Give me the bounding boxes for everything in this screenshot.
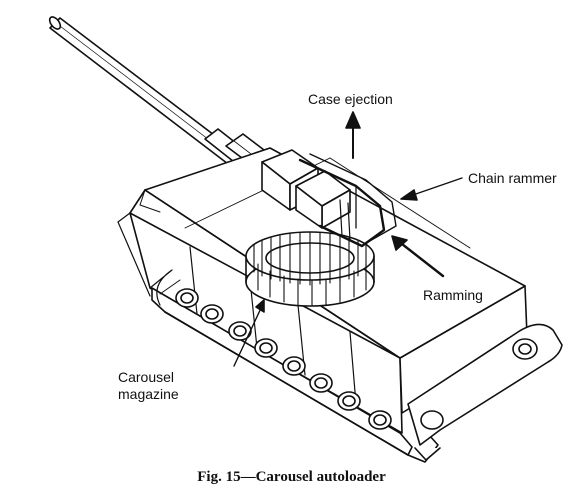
carousel-label-line1: Carousel [118, 369, 175, 385]
carousel-label-line2: magazine [118, 386, 179, 402]
gun-barrel [48, 16, 282, 177]
case-ejection-label: Case ejection [308, 91, 393, 107]
carousel-magazine [245, 231, 375, 307]
figure-caption: Fig. 15—Carousel autoloader [197, 469, 386, 485]
track-assembly [149, 269, 439, 463]
ramming-arrow [391, 235, 445, 278]
ramming-label: Ramming [423, 287, 483, 303]
road-wheels [175, 288, 392, 430]
case-ejection-arrow [345, 111, 361, 159]
carousel-magazine-label: Carousel magazine [118, 369, 179, 403]
chain-rammer-label: Chain rammer [468, 170, 557, 186]
chain-rammer [298, 153, 397, 248]
chain-rammer-pointer-arrow [400, 177, 463, 201]
carousel-pointer-arrow [233, 299, 265, 367]
front-track [407, 323, 563, 461]
